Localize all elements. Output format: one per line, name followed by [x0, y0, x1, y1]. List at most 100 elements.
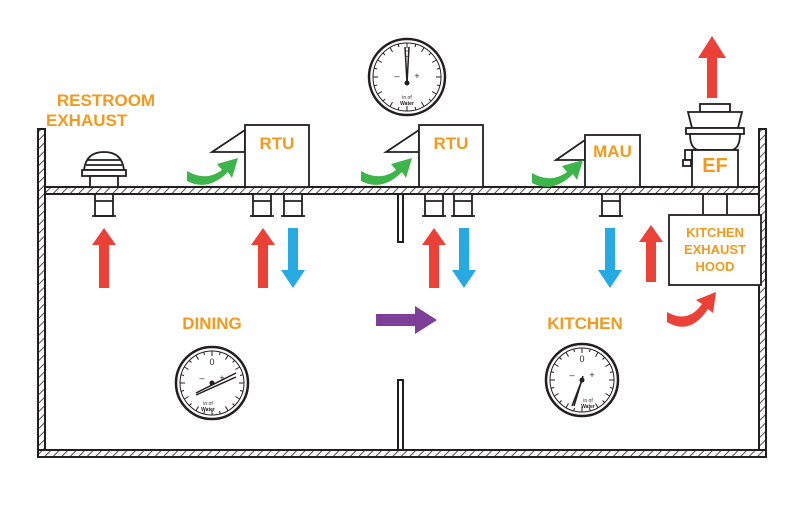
hood-label-line1: KITCHEN [686, 225, 744, 240]
kitchen-exhaust-hood-label: KITCHEN EXHAUST HOOD [670, 224, 760, 275]
gauge-tick [559, 357, 562, 360]
gauge-tick [189, 360, 192, 363]
intake-arrow-rtu2 [361, 158, 412, 185]
gauge-roof-plus: + [414, 71, 419, 81]
intake-arrow-rtu1 [187, 158, 238, 185]
gauge-tick [232, 360, 235, 363]
rtu-2-unit [383, 124, 484, 217]
gauge-tick [397, 106, 400, 110]
rtu-1-unit [209, 124, 310, 217]
gauge-tick [377, 59, 383, 63]
gauge-tick [239, 374, 244, 376]
gauge-tick [195, 406, 199, 411]
gauge-tick [559, 400, 562, 403]
roof-deck [44, 186, 760, 195]
gauge-tick [235, 396, 240, 400]
exhaust-arrow-up-hood [639, 225, 663, 282]
kitchen-exhaust-fan [682, 103, 745, 188]
mau-label: MAU [593, 142, 632, 161]
gauge-tick [421, 101, 425, 107]
gauge-tick [550, 387, 555, 389]
kitchen-exhaust-hood-unit [668, 194, 762, 286]
gauge-tick [397, 44, 400, 48]
pressure-gauge-roof: 0 – + in of Water [367, 37, 447, 117]
gauge-kitchen-plus: + [589, 370, 594, 380]
gauge-tick [428, 52, 432, 56]
hood-label-line2: EXHAUST [683, 242, 747, 257]
supply-arrow-up-rtu1 [251, 228, 275, 288]
gauge-tick [554, 363, 559, 367]
hood-capture-arrow [667, 292, 716, 327]
gauge-tick [414, 44, 417, 48]
gauge-tick [573, 348, 575, 353]
partition-lower [397, 379, 404, 451]
gauge-tick [573, 407, 575, 412]
transfer-air-arrow [376, 306, 437, 334]
gauge-tick [605, 363, 610, 367]
gauge-tick [180, 390, 185, 392]
gauge-tick [189, 403, 192, 406]
gauge-tick [203, 410, 205, 415]
gauge-tick [180, 374, 185, 376]
gauge-tick [219, 351, 221, 356]
gauge-tick [550, 371, 555, 373]
gauge-tick [436, 84, 440, 87]
mau-unit [553, 134, 641, 217]
pressure-gauge-kitchen: 0 – + in of Water [544, 342, 620, 418]
gauge-tick [589, 407, 591, 412]
pressure-gauge-dining: 0 – + in of Water [174, 345, 250, 421]
gauge-tick [382, 98, 386, 102]
rtu-1-label: RTU [259, 134, 295, 153]
gauge-dining-zero: 0 [209, 357, 214, 367]
right-wall [758, 128, 767, 451]
hood-label-line3: HOOD [695, 259, 735, 274]
gauge-roof-minus: – [394, 71, 399, 81]
floor-slab [37, 449, 767, 458]
gauge-tick [414, 106, 417, 110]
gauge-tick [184, 396, 189, 400]
gauge-tick [225, 406, 229, 411]
restroom-exhaust-label-line2: EXHAUST [46, 111, 128, 130]
supply-arrow-down-rtu1 [281, 228, 305, 288]
gauge-tick [431, 59, 437, 63]
gauge-tick [389, 47, 393, 53]
supply-arrow-up-restroom [92, 228, 116, 288]
rtu-2-label: RTU [433, 134, 469, 153]
gauge-tick [605, 393, 610, 397]
gauge-tick [595, 352, 599, 357]
gauge-tick [382, 52, 386, 56]
gauge-kitchen-minus: – [569, 370, 574, 380]
airflow-arrows [92, 36, 726, 334]
gauge-tick [421, 47, 425, 53]
gauge-tick [377, 91, 383, 95]
gauge-tick [239, 390, 244, 392]
gauge-tick [374, 84, 378, 87]
gauge-dining-plus: + [219, 373, 224, 383]
gauge-tick [609, 371, 614, 373]
supply-arrow-down-mau [598, 228, 622, 288]
gauge-roof-unit-1: in of [402, 95, 412, 101]
gauge-roof-unit-2: Water [400, 101, 414, 107]
restroom-exhaust-label-line1: RESTROOM [56, 91, 156, 110]
supply-arrow-up-rtu2 [422, 228, 446, 288]
gauge-tick [225, 355, 229, 360]
gauge-dining-unit-1: in of [203, 401, 213, 407]
dining-label: DINING [182, 314, 242, 333]
ef-label: EF [702, 155, 728, 177]
gauge-tick [565, 403, 569, 408]
restroom-exhaust-label: RESTROOM EXHAUST [46, 91, 166, 131]
building-shell [37, 128, 767, 458]
gauge-tick [602, 400, 605, 403]
partition-upper [397, 193, 404, 243]
gauge-tick [554, 393, 559, 397]
gauge-tick [428, 98, 432, 102]
gauge-tick [219, 410, 221, 415]
gauge-dining-minus: – [199, 373, 204, 383]
kitchen-label: KITCHEN [547, 314, 623, 333]
gauge-tick [374, 67, 378, 70]
gauge-kitchen-unit-1: in of [583, 398, 593, 404]
supply-arrow-down-rtu2 [452, 228, 476, 288]
gauge-tick [609, 387, 614, 389]
gauge-tick [589, 348, 591, 353]
